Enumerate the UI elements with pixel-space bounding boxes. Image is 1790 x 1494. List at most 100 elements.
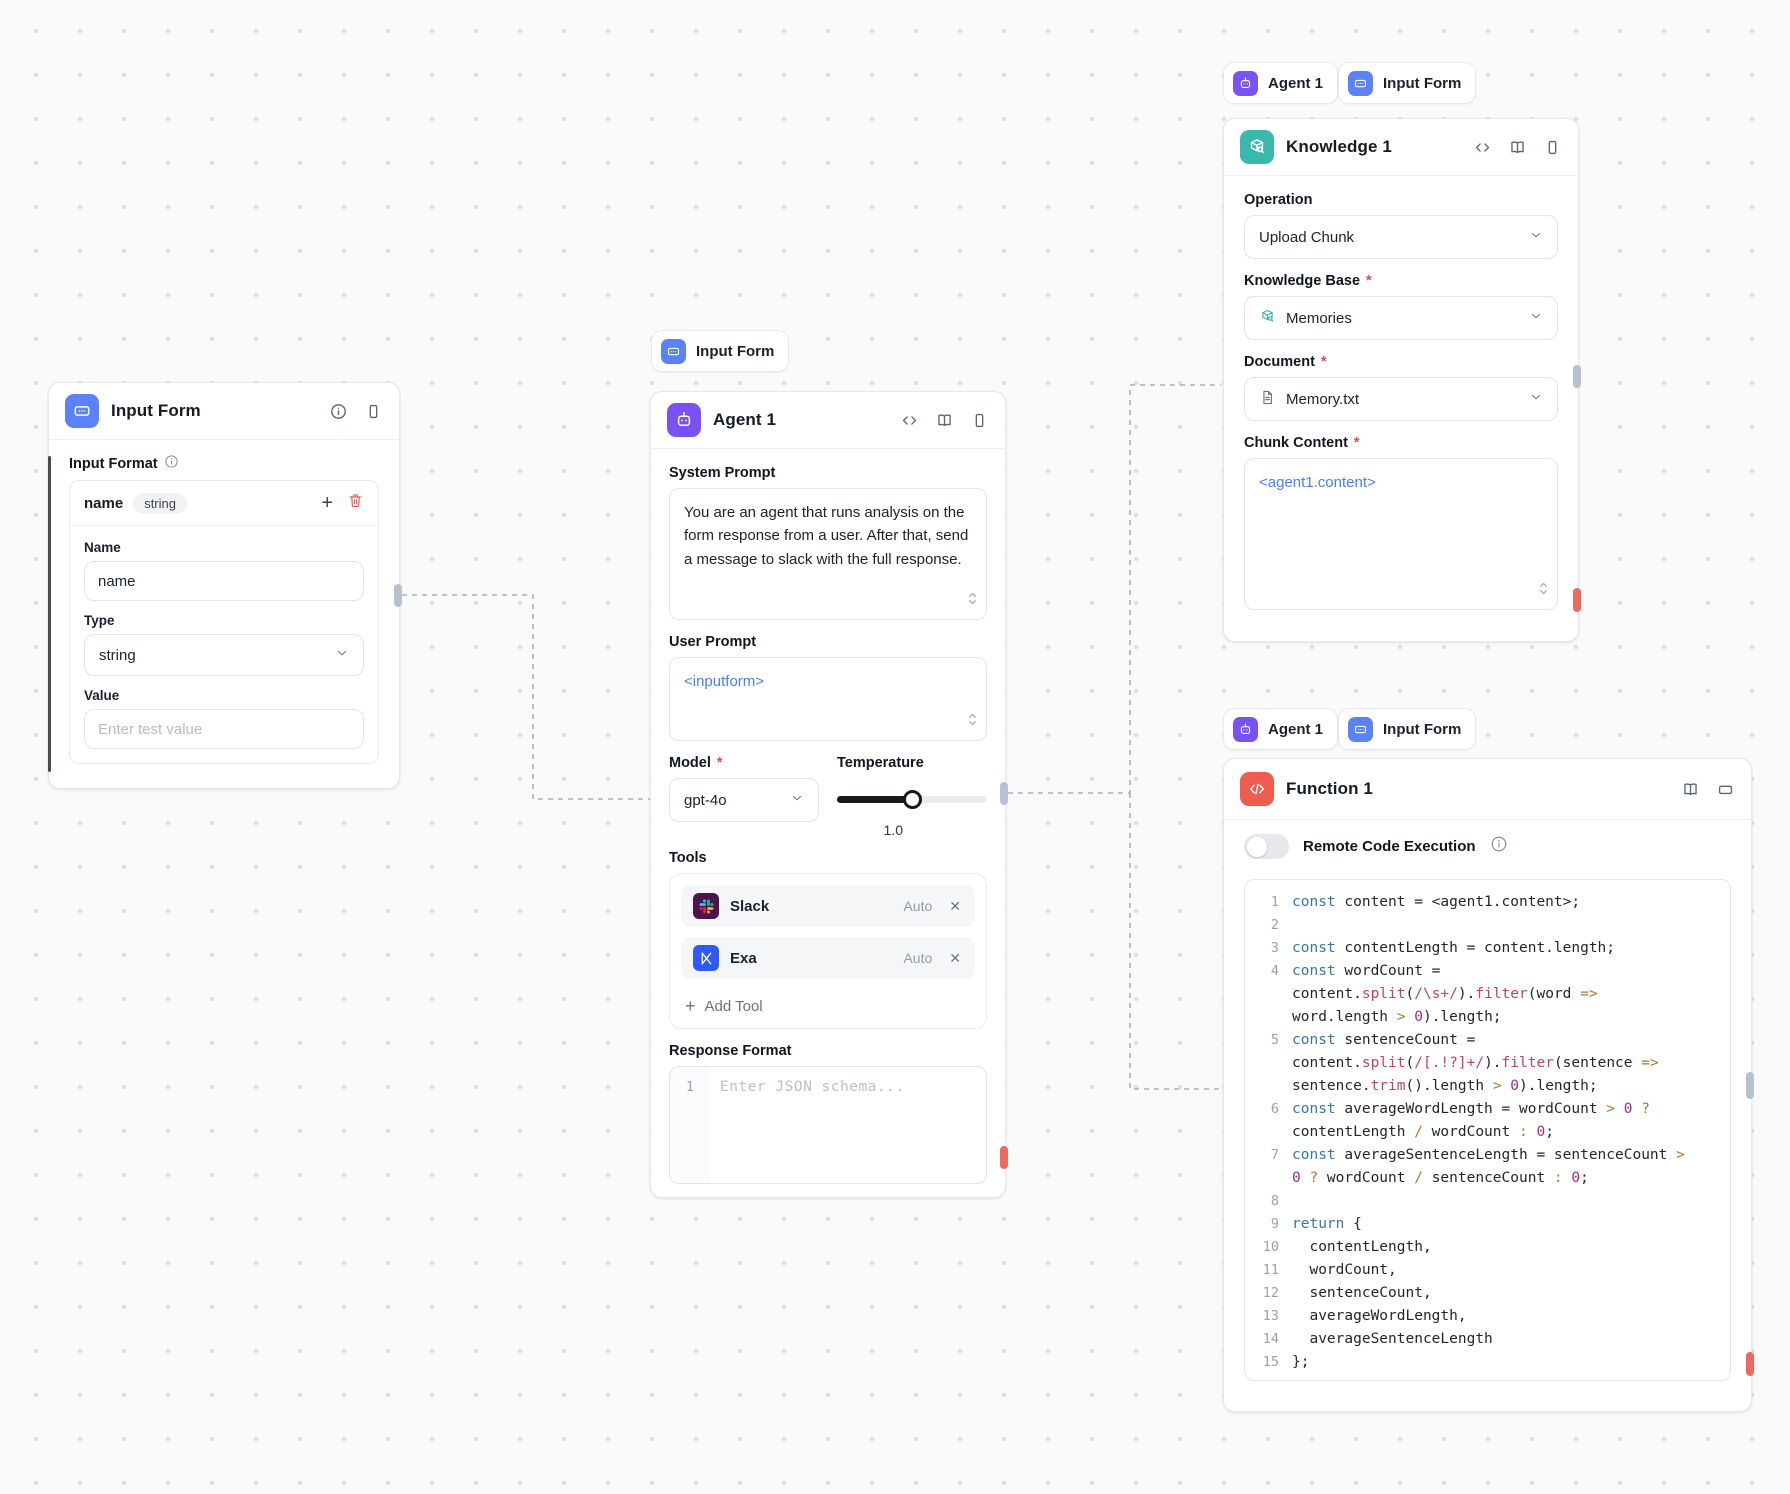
add-field-button[interactable]: +	[321, 492, 333, 514]
input-form-chip[interactable]: Input Form	[1338, 708, 1477, 750]
chevron-down-icon	[335, 646, 349, 664]
output-handle-inputform[interactable]	[394, 584, 402, 607]
knowledge-node-header[interactable]: Knowledge 1	[1224, 119, 1578, 176]
output-handle-knowledge[interactable]	[1573, 365, 1581, 388]
node-title: Knowledge 1	[1286, 137, 1392, 156]
name-input[interactable]	[84, 561, 364, 601]
remote-code-execution-label: Remote Code Execution	[1303, 838, 1476, 855]
tool-row-exa[interactable]: Exa Auto ✕	[681, 937, 975, 979]
model-select[interactable]: gpt-4o	[669, 778, 819, 822]
tool-mode[interactable]: Auto	[903, 898, 933, 914]
template-variable: <inputform>	[684, 673, 765, 690]
input-form-icon	[65, 394, 99, 428]
code-icon[interactable]	[900, 411, 919, 430]
template-variable: <agent1.content>	[1259, 474, 1376, 491]
resize-handle-icon[interactable]	[967, 711, 978, 734]
slack-icon	[693, 893, 719, 919]
agent-chip[interactable]: Agent 1	[1223, 62, 1339, 104]
line-number: 1	[670, 1067, 710, 1183]
plus-icon: +	[685, 996, 696, 1016]
function-node-header[interactable]: Function 1	[1224, 759, 1751, 820]
book-icon[interactable]	[1508, 138, 1527, 157]
knowledge-cube-icon	[1259, 308, 1276, 329]
book-icon[interactable]	[935, 411, 954, 430]
expand-panel-icon[interactable]	[1716, 780, 1735, 799]
type-select[interactable]: string	[84, 634, 364, 676]
error-handle-agent[interactable]	[1000, 1146, 1008, 1169]
exa-icon	[693, 945, 719, 971]
user-prompt-textarea[interactable]: <inputform>	[669, 657, 987, 741]
field-type-badge: string	[133, 492, 187, 514]
slider-knob[interactable]	[903, 789, 922, 809]
agent-node-header[interactable]: Agent 1	[651, 392, 1005, 449]
model-label: Model*	[669, 755, 723, 771]
temperature-slider[interactable]	[837, 778, 987, 820]
function-code-icon	[1240, 772, 1274, 806]
node-title: Input Form	[111, 401, 201, 420]
delete-field-button[interactable]	[347, 492, 364, 514]
input-format-label: Input Format	[69, 454, 379, 473]
temperature-label: Temperature	[837, 755, 924, 771]
code-icon[interactable]	[1473, 138, 1492, 157]
response-format-editor[interactable]: 1 Enter JSON schema...	[669, 1066, 987, 1184]
document-select[interactable]: Memory.txt	[1244, 377, 1558, 421]
response-format-label: Response Format	[669, 1043, 792, 1059]
agent-robot-icon	[1233, 70, 1258, 96]
output-handle-agent[interactable]	[1000, 782, 1008, 805]
system-prompt-label: System Prompt	[669, 465, 776, 481]
info-icon[interactable]	[329, 402, 348, 421]
add-tool-button[interactable]: + Add Tool	[685, 996, 763, 1016]
selection-highlight-bar	[47, 456, 51, 772]
tool-row-slack[interactable]: Slack Auto ✕	[681, 885, 975, 927]
input-form-node[interactable]: Input Form Input Format name string + Na…	[47, 382, 400, 789]
remove-tool-icon[interactable]: ✕	[949, 949, 961, 966]
tools-label: Tools	[669, 850, 707, 866]
knowledge-base-select[interactable]: Memories	[1244, 296, 1558, 340]
knowledge-node[interactable]: Knowledge 1 Operation Upload Chunk Knowl…	[1223, 118, 1579, 642]
info-icon[interactable]	[1490, 835, 1508, 858]
phone-icon[interactable]	[364, 402, 383, 421]
type-label: Type	[84, 613, 115, 628]
input-form-chip[interactable]: Input Form	[651, 330, 790, 372]
field-name: name	[84, 494, 124, 512]
field-row[interactable]: name string +	[70, 481, 378, 526]
knowledge-base-label: Knowledge Base*	[1244, 273, 1372, 289]
resize-handle-icon[interactable]	[1538, 580, 1549, 603]
tool-mode[interactable]: Auto	[903, 950, 933, 966]
error-handle-function[interactable]	[1746, 1352, 1754, 1376]
phone-icon[interactable]	[970, 411, 989, 430]
input-form-chip[interactable]: Input Form	[1338, 62, 1477, 104]
agent-chip[interactable]: Agent 1	[1223, 708, 1339, 750]
chunk-content-textarea[interactable]: <agent1.content>	[1244, 458, 1558, 610]
operation-select[interactable]: Upload Chunk	[1244, 215, 1558, 259]
value-label: Value	[84, 688, 120, 703]
agent-robot-icon	[667, 403, 701, 437]
remove-tool-icon[interactable]: ✕	[949, 897, 961, 914]
input-form-icon	[1348, 70, 1373, 96]
temperature-value: 1.0	[883, 822, 903, 838]
output-handle-function[interactable]	[1746, 1072, 1754, 1099]
name-label: Name	[84, 540, 121, 555]
input-format-group: name string + Name Type string Value	[69, 480, 379, 764]
input-form-node-header[interactable]: Input Form	[49, 383, 399, 440]
info-icon[interactable]	[164, 454, 179, 473]
knowledge-cube-icon	[1240, 130, 1274, 164]
tools-list: Slack Auto ✕ Exa Auto ✕ + Add Tool	[669, 873, 987, 1029]
node-title: Agent 1	[713, 410, 777, 429]
book-icon[interactable]	[1681, 780, 1700, 799]
remote-code-execution-toggle[interactable]	[1244, 834, 1289, 859]
system-prompt-textarea[interactable]: You are an agent that runs analysis on t…	[669, 488, 987, 620]
chunk-content-label: Chunk Content*	[1244, 435, 1360, 451]
agent-robot-icon	[1233, 716, 1258, 742]
value-input[interactable]	[84, 709, 364, 749]
input-form-icon	[661, 338, 686, 364]
resize-handle-icon[interactable]	[967, 590, 978, 613]
agent-node[interactable]: Agent 1 System Prompt You are an agent t…	[650, 391, 1006, 1198]
error-handle-knowledge[interactable]	[1573, 588, 1581, 612]
phone-icon[interactable]	[1543, 138, 1562, 157]
user-prompt-label: User Prompt	[669, 634, 757, 650]
